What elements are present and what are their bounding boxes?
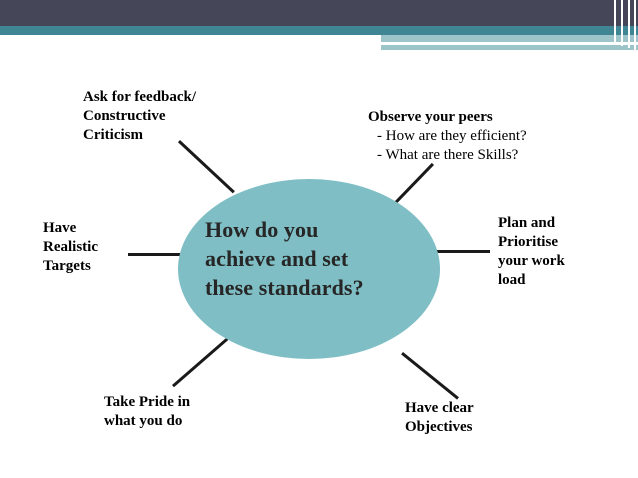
label-plan-and-prioritise-line-2: Prioritise [498,234,558,250]
central-question-line-2: achieve and set [205,246,349,271]
label-have-realistic-targets-line-3: Targets [43,258,91,274]
label-have-realistic-targets-line-2: Realistic [43,239,98,255]
header-light-teal-band-1 [381,35,638,42]
header-stripe-1 [614,0,616,44]
label-have-clear-objectives-line-1: Have clear [405,400,474,416]
connector-ask-for-feedback [177,140,235,194]
label-have-realistic-targets: Have Realistic Targets [43,219,133,276]
label-take-pride: Take Pride in what you do [104,393,264,431]
central-ellipse [178,179,440,359]
connector-have-realistic-targets [128,253,186,256]
header-light-teal-band-2 [381,45,638,50]
label-observe-your-peers-sublist: - How are they efficient? - What are the… [368,127,578,165]
header-dark-band [0,0,638,26]
label-ask-for-feedback-line-1: Ask for feedback/ [83,89,197,105]
connector-have-clear-objectives [401,352,459,400]
label-plan-and-prioritise: Plan and Prioritise your work load [498,214,618,290]
label-have-clear-objectives-line-2: Objectives [405,419,473,435]
connector-plan-and-prioritise [437,250,490,253]
label-plan-and-prioritise-line-4: load [498,272,526,288]
header-stripe-3 [628,0,630,48]
label-have-realistic-targets-line-1: Have [43,220,77,236]
central-question-line-3: these standards? [205,275,364,300]
central-question-line-1: How do you [205,217,319,242]
label-ask-for-feedback: Ask for feedback/ Constructive Criticism [83,88,253,145]
header-white-slit-2 [381,50,520,53]
label-observe-your-peers: Observe your peers - How are they effici… [368,108,578,165]
label-ask-for-feedback-line-3: Criticism [83,127,143,143]
header-stripe-4 [634,0,636,50]
label-ask-for-feedback-line-2: Constructive [83,108,166,124]
central-question: How do you achieve and set these standar… [205,215,435,302]
connector-take-pride [172,337,229,388]
connector-observe-your-peers [391,162,434,207]
label-observe-your-peers-sub-1: - How are they efficient? [377,128,527,144]
label-have-clear-objectives: Have clear Objectives [405,399,565,437]
label-take-pride-line-1: Take Pride in [104,394,191,410]
label-observe-your-peers-sub-2: - What are there Skills? [377,147,519,163]
label-plan-and-prioritise-line-1: Plan and [498,215,556,231]
label-plan-and-prioritise-line-3: your work [498,253,565,269]
label-take-pride-line-2: what you do [104,413,183,429]
header-teal-band [0,26,638,35]
header-stripe-2 [621,0,623,46]
label-observe-your-peers-title: Observe your peers [368,109,493,125]
header-white-slit-1 [381,42,591,45]
